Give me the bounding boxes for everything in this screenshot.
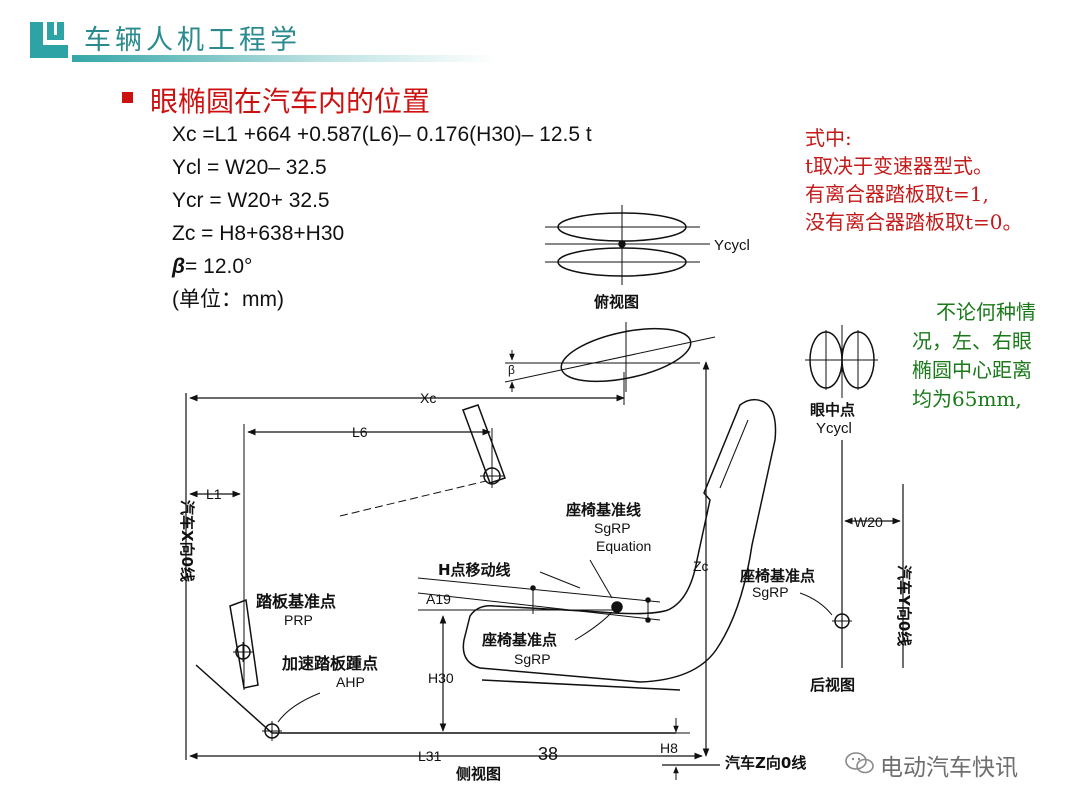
- zc-label: Zc: [693, 558, 709, 574]
- watermark: 电动汽车快讯: [880, 755, 1018, 781]
- beta-value: = 12.0°: [185, 255, 253, 278]
- top-view-caption: 俯视图: [594, 293, 639, 311]
- eye-point-label: Ycycl: [816, 420, 852, 437]
- eye-point-view: [805, 325, 878, 398]
- h30-label: H30: [428, 670, 454, 686]
- l6-label: L6: [352, 424, 368, 440]
- header-bar: 车辆人机工程学: [0, 0, 1080, 70]
- formula-beta: β= 12.0°: [172, 250, 592, 283]
- formula-block: Xc =L1 +664 +0.587(L6)– 0.176(H30)– 12.5…: [172, 118, 592, 316]
- header-title: 车辆人机工程学: [84, 25, 301, 56]
- eye-point-caption: 眼中点: [810, 401, 855, 419]
- bullet-icon: [122, 92, 133, 103]
- rear-seat-ref-en: SgRP: [752, 584, 789, 600]
- formula-xc: Xc =L1 +664 +0.587(L6)– 0.176(H30)– 12.5…: [172, 123, 592, 146]
- h8-label: H8: [660, 740, 678, 756]
- xc-label: Xc: [420, 390, 436, 406]
- seat-line-en1: SgRP: [594, 520, 631, 536]
- pedal-ref-cn: 踏板基准点: [256, 592, 336, 611]
- y-axis-label: 汽车Y向0线: [895, 565, 913, 646]
- heel-point-cn: 加速踏板踵点: [281, 654, 378, 673]
- top-view-label: Ycycl: [714, 237, 750, 254]
- note-red-line: 式中:: [805, 126, 852, 150]
- formula-ycl: Ycl = W20– 32.5: [172, 156, 327, 179]
- a19-label: A19: [426, 591, 451, 607]
- note-red-line: 没有离合器踏板取t=0。: [805, 210, 1023, 234]
- side-view: [185, 322, 777, 780]
- note-green-line: 椭圆中心距离: [912, 358, 1032, 382]
- seat-ref-en: SgRP: [514, 651, 551, 667]
- seat-line-en2: Equation: [596, 538, 651, 554]
- heel-point-en: AHP: [336, 674, 365, 690]
- w20-label: W20: [854, 514, 883, 530]
- seat-ref-cn: 座椅基准点: [481, 631, 557, 649]
- top-view: [545, 205, 710, 285]
- formula-zc: Zc = H8+638+H30: [172, 222, 345, 245]
- pedal-ref-en: PRP: [284, 612, 313, 628]
- logo-icon: [30, 22, 68, 58]
- formula-unit: (单位：mm): [172, 288, 284, 311]
- note-red-line: 有离合器踏板取t=1,: [805, 182, 989, 206]
- note-red-line: t取决于变速器型式。: [805, 154, 994, 178]
- l31-label: L31: [418, 748, 442, 764]
- note-green-line: 均为65mm,: [912, 387, 1022, 411]
- formula-ycr: Ycr = W20+ 32.5: [172, 189, 330, 212]
- header-underline: [72, 55, 497, 62]
- l1-label: L1: [206, 486, 222, 502]
- page-number: 38: [538, 744, 559, 764]
- z-axis-label: 汽车Z向0线: [725, 754, 806, 772]
- wechat-icon: [845, 752, 874, 774]
- rear-view: [799, 440, 904, 668]
- rear-view-caption: 后视图: [810, 676, 855, 694]
- note-transmission: 式中: t取决于变速器型式。 有离合器踏板取t=1, 没有离合器踏板取t=0。: [805, 124, 1023, 236]
- beta-symbol: β: [172, 255, 186, 278]
- beta-diagram-label: β: [508, 363, 515, 377]
- h-point-line-label: H点移动线: [438, 561, 511, 579]
- note-green-line: 况，左、右眼: [912, 329, 1032, 353]
- rear-seat-ref-cn: 座椅基准点: [739, 567, 815, 585]
- side-view-caption: 侧视图: [456, 765, 501, 783]
- seat-line-cn: 座椅基准线: [565, 501, 641, 519]
- x-axis-label: 汽车X向0线: [178, 500, 196, 582]
- note-eye-distance: 不论何种情 况，左、右眼 椭圆中心距离 均为65mm,: [912, 298, 1036, 414]
- note-green-line: 不论何种情: [936, 300, 1036, 324]
- section-title: 眼椭圆在汽车内的位置: [150, 85, 431, 118]
